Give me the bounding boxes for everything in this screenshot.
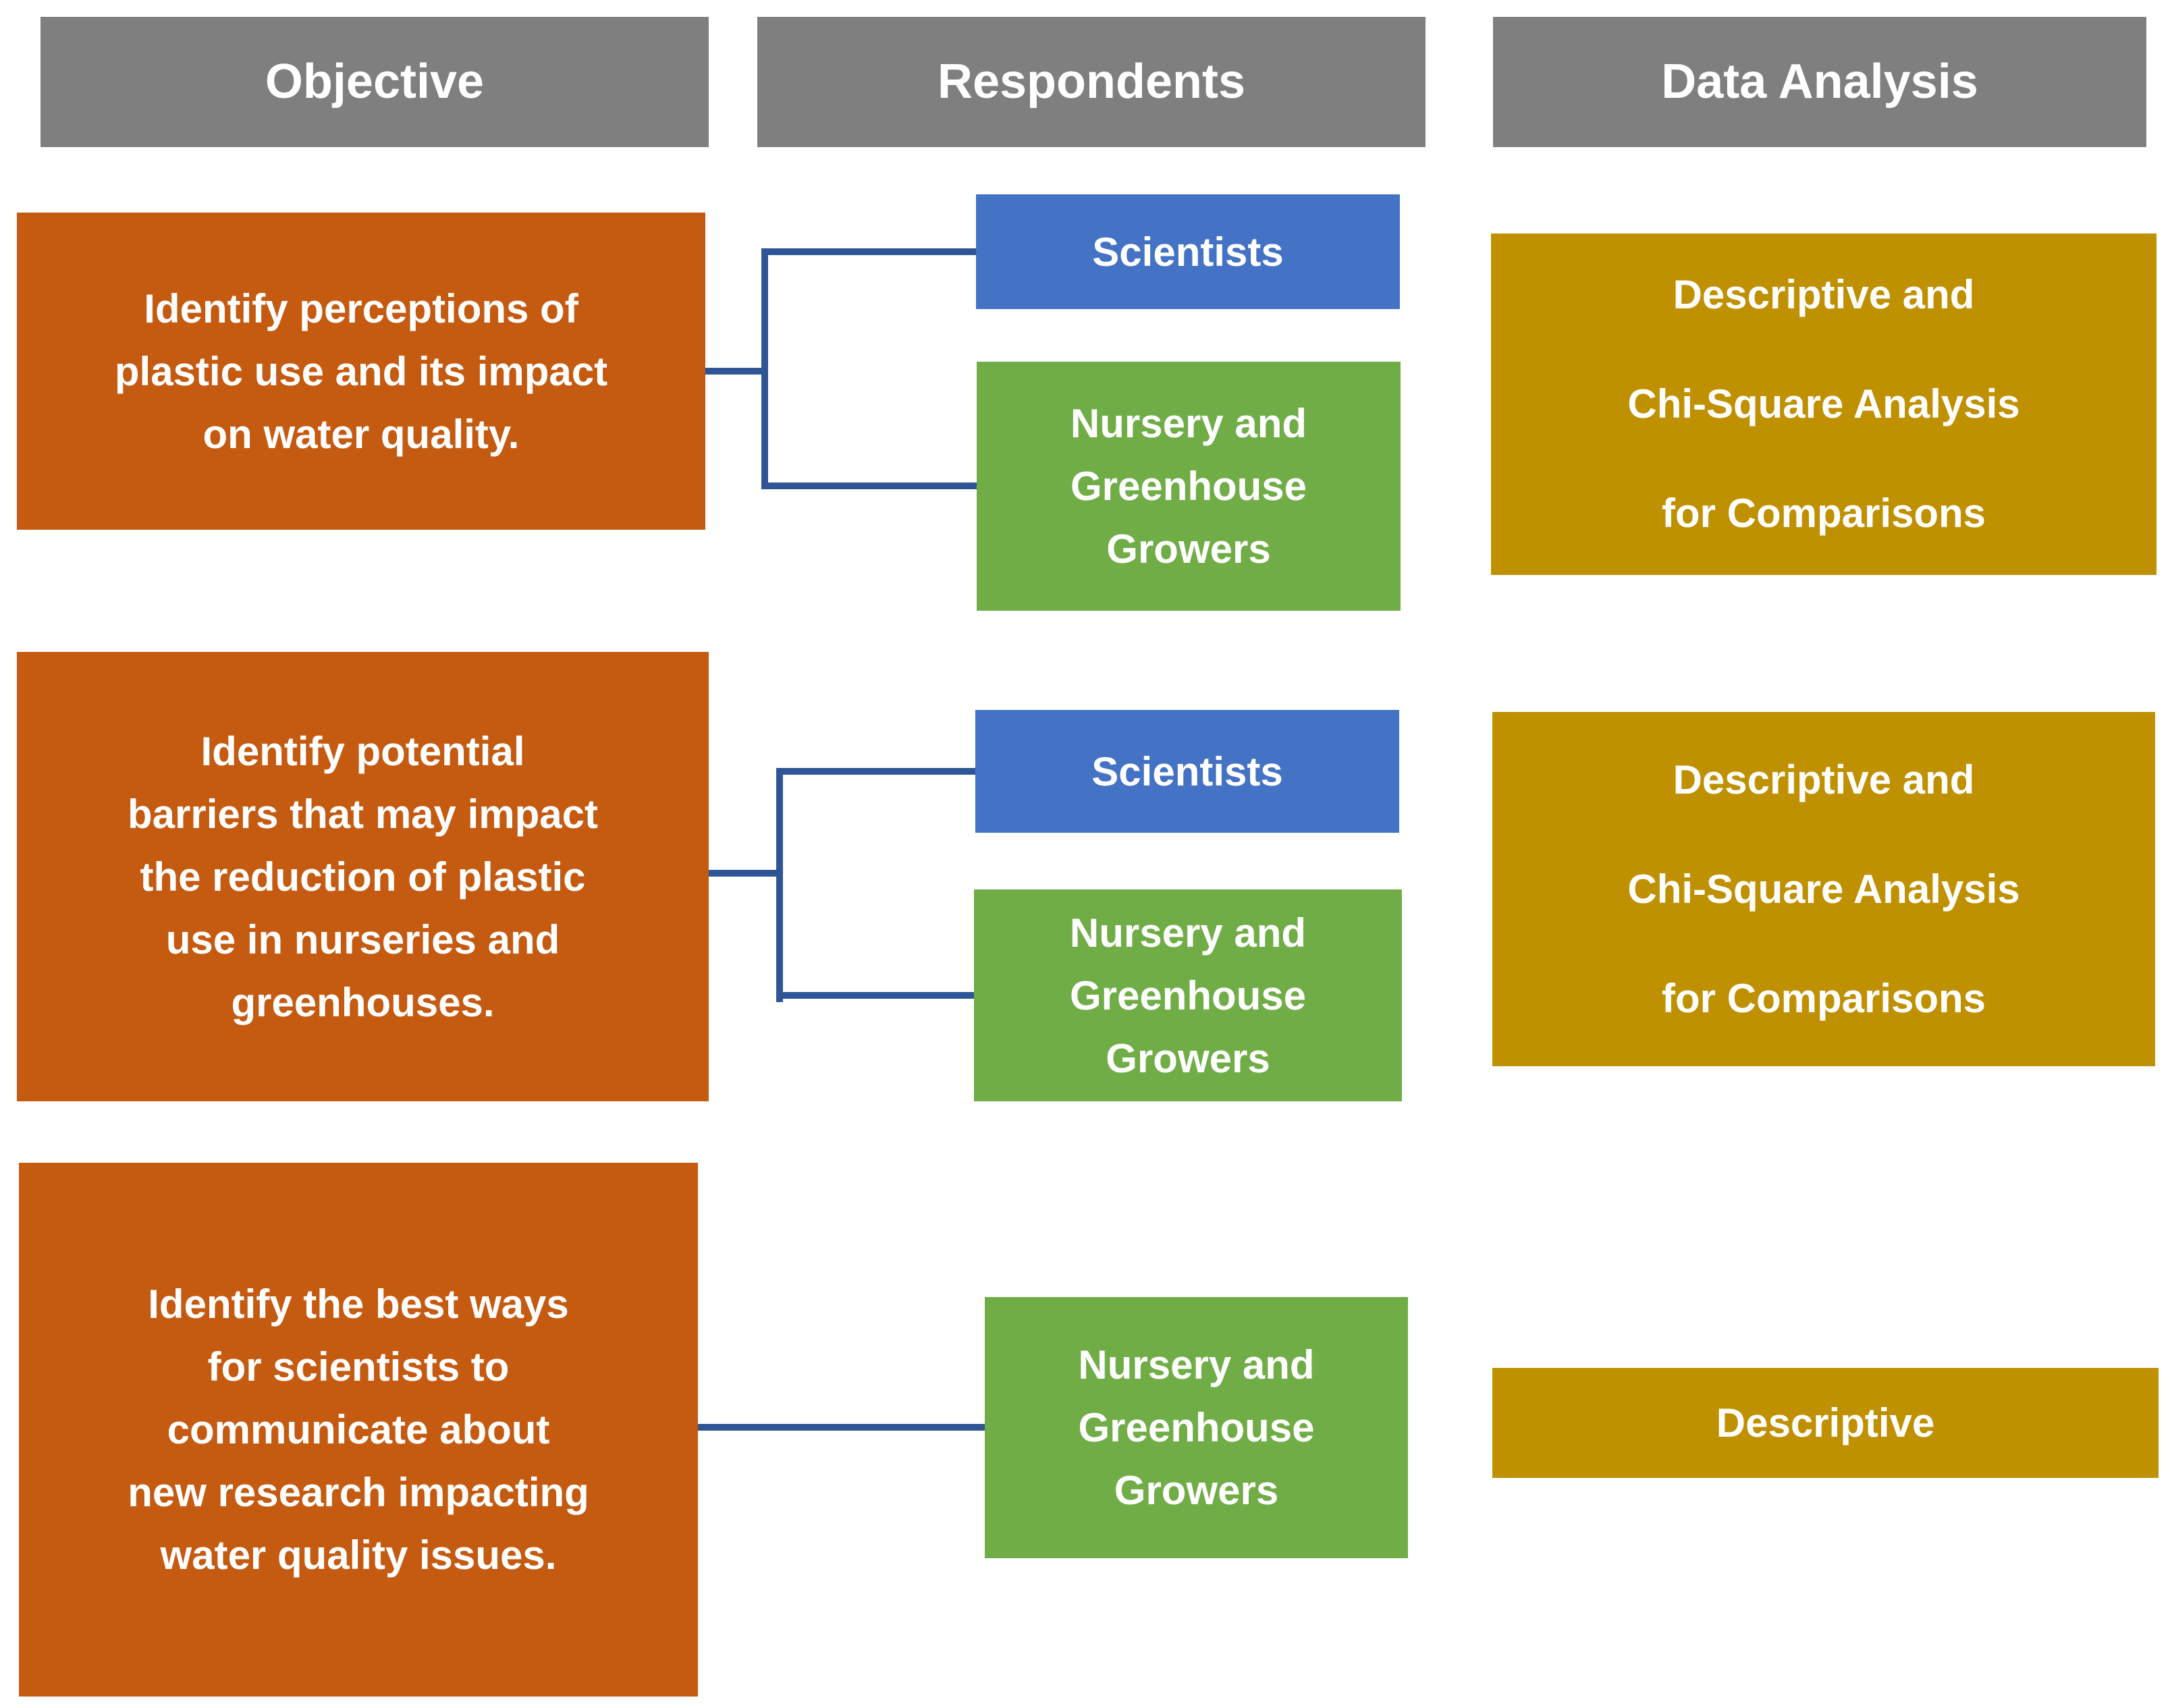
column-header-respondents: Respondents	[757, 17, 1426, 147]
objective-box-3-text: Identify the best ways for scientists to…	[128, 1282, 589, 1578]
objective-box-3: Identify the best ways for scientists to…	[19, 1163, 698, 1697]
connector-row1-branch-growers-line	[761, 483, 977, 489]
connector-row1-branch-scientists-line	[761, 248, 976, 255]
growers-box-row1: Nursery and Greenhouse Growers	[977, 362, 1401, 611]
growers-box-row3: Nursery and Greenhouse Growers	[985, 1297, 1408, 1558]
growers-box-row2-text: Nursery and Greenhouse Growers	[1069, 910, 1307, 1081]
connector-row2-branch-scientists-line	[776, 768, 975, 775]
analysis-box-row2-text: Descriptive and Chi-Square Analysis for …	[1627, 756, 2020, 1021]
column-header-objective-label: Objective	[265, 55, 485, 109]
analysis-box-row2: Descriptive and Chi-Square Analysis for …	[1492, 712, 2155, 1066]
objective-box-2-text: Identify potential barriers that may imp…	[128, 728, 598, 1025]
scientists-box-row2: Scientists	[975, 710, 1399, 833]
connector-row2-branch-growers-line	[776, 992, 974, 999]
connector-row1-vertical-line	[761, 248, 768, 489]
analysis-box-row3-text: Descriptive	[1716, 1400, 1935, 1445]
connector-row2-vertical-line	[776, 768, 783, 1002]
objective-box-2: Identify potential barriers that may imp…	[17, 652, 709, 1101]
analysis-box-row3: Descriptive	[1492, 1368, 2159, 1478]
column-header-objective: Objective	[40, 17, 709, 147]
column-header-data-analysis-label: Data Analysis	[1661, 55, 1978, 109]
connector-row1-stub-line	[705, 368, 765, 375]
analysis-box-row1: Descriptive and Chi-Square Analysis for …	[1491, 233, 2157, 575]
column-header-respondents-label: Respondents	[937, 55, 1246, 109]
scientists-box-row2-text: Scientists	[1091, 748, 1283, 794]
objective-box-1-text: Identify perceptions of plastic use and …	[114, 285, 608, 457]
connector-row2-stub-line	[709, 870, 783, 877]
column-header-data-analysis: Data Analysis	[1493, 17, 2146, 147]
objective-box-1: Identify perceptions of plastic use and …	[17, 213, 705, 530]
growers-box-row3-text: Nursery and Greenhouse Growers	[1078, 1342, 1315, 1513]
scientists-box-row1-text: Scientists	[1092, 229, 1284, 275]
scientists-box-row1: Scientists	[976, 194, 1400, 309]
growers-box-row2: Nursery and Greenhouse Growers	[974, 889, 1402, 1101]
growers-box-row1-text: Nursery and Greenhouse Growers	[1070, 401, 1307, 572]
analysis-box-row1-text: Descriptive and Chi-Square Analysis for …	[1627, 272, 2020, 536]
connector-row3-line	[698, 1424, 985, 1431]
